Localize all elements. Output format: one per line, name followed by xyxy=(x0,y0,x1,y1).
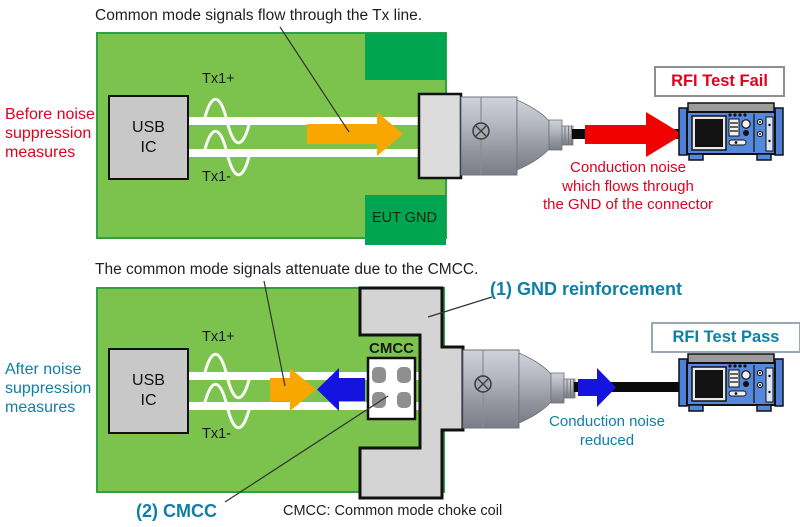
caption-line: Conduction noise xyxy=(549,413,665,430)
after-diagram-title: The common mode signals attenuate due to… xyxy=(95,261,479,278)
before-diagram xyxy=(96,26,784,245)
conduction-noise-reduced-caption: Conduction noise reduced xyxy=(517,413,697,450)
gnd-reinforcement-bracket xyxy=(358,286,465,500)
knob-icon xyxy=(743,381,749,387)
caption-line: the GND of the connector xyxy=(542,196,714,213)
tx1-plus-label: Tx1+ xyxy=(202,329,235,345)
chip-label-line: USB xyxy=(132,118,165,136)
cmcc-chip-label: CMCC xyxy=(369,340,414,357)
common-mode-arrow xyxy=(270,368,316,411)
cmcc-chip-icon xyxy=(366,356,417,421)
sine-wave-icon xyxy=(202,383,252,429)
tx1-minus-label: Tx1- xyxy=(202,169,231,185)
before-diagram-title: Common mode signals flow through the Tx … xyxy=(95,7,423,24)
label-line: Before noise xyxy=(5,106,95,123)
caption-line: Conduction noise xyxy=(570,159,686,176)
callout-line xyxy=(279,26,350,133)
chip-label-line: IC xyxy=(140,138,157,156)
label-line: After noise xyxy=(5,361,82,378)
callout-line xyxy=(263,280,286,387)
spectrum-analyzer-icon xyxy=(678,353,784,412)
knob-icon xyxy=(743,130,749,136)
label-line: measures xyxy=(5,144,76,161)
sine-wave-icon xyxy=(202,353,252,399)
after-measures-label: After noise suppression measures xyxy=(5,360,91,417)
rfi-test-fail-badge: RFI Test Fail xyxy=(654,66,785,97)
label-line: measures xyxy=(5,399,76,416)
noise-arrow-blue xyxy=(578,368,616,407)
usb-ic-chip: USB IC xyxy=(108,348,189,434)
label-line: suppression xyxy=(5,125,92,142)
caption-line: which flows through xyxy=(562,177,694,195)
tx-trace-minus xyxy=(186,149,420,157)
callout-line xyxy=(427,296,493,318)
knob-icon xyxy=(741,370,751,380)
caption-line: reduced xyxy=(579,431,635,449)
eut-gnd-plane-top xyxy=(365,33,446,80)
usb-ic-chip: USB IC xyxy=(108,95,189,180)
common-mode-arrow xyxy=(307,112,403,156)
tx-trace-plus xyxy=(186,117,420,125)
coax-cable xyxy=(574,382,680,392)
cmcc-footnote: CMCC: Common mode choke coil xyxy=(283,503,503,519)
after-diagram xyxy=(96,280,784,503)
tx1-minus-label: Tx1- xyxy=(202,426,231,442)
tx1-plus-label: Tx1+ xyxy=(202,71,235,87)
eut-gnd-label: EUT GND xyxy=(372,210,437,226)
chip-label-line: IC xyxy=(140,392,157,409)
chip-label-line: USB xyxy=(132,372,165,389)
conduction-noise-caption: Conduction noise which flows through the… xyxy=(533,159,723,215)
gnd-reinforcement-callout: (1) GND reinforcement xyxy=(490,279,683,299)
rfi-test-pass-badge: RFI Test Pass xyxy=(651,322,800,353)
before-measures-label: Before noise suppression measures xyxy=(5,105,95,162)
tx-trace-plus xyxy=(186,372,420,380)
sine-wave-icon xyxy=(202,130,252,176)
coax-connector-icon xyxy=(462,349,576,429)
sine-wave-icon xyxy=(202,98,252,144)
callout-line xyxy=(224,395,389,503)
knob-icon xyxy=(741,119,751,129)
spectrum-analyzer-icon xyxy=(678,102,784,161)
label-line: suppression xyxy=(5,380,92,397)
noise-arrow-red xyxy=(585,112,683,157)
tx-trace-minus xyxy=(186,402,420,410)
cmcc-callout: (2) CMCC xyxy=(136,501,217,521)
attenuation-arrow-blue xyxy=(317,368,365,411)
eut-gnd-plane-bottom xyxy=(365,195,446,245)
coax-connector-icon xyxy=(417,92,574,180)
